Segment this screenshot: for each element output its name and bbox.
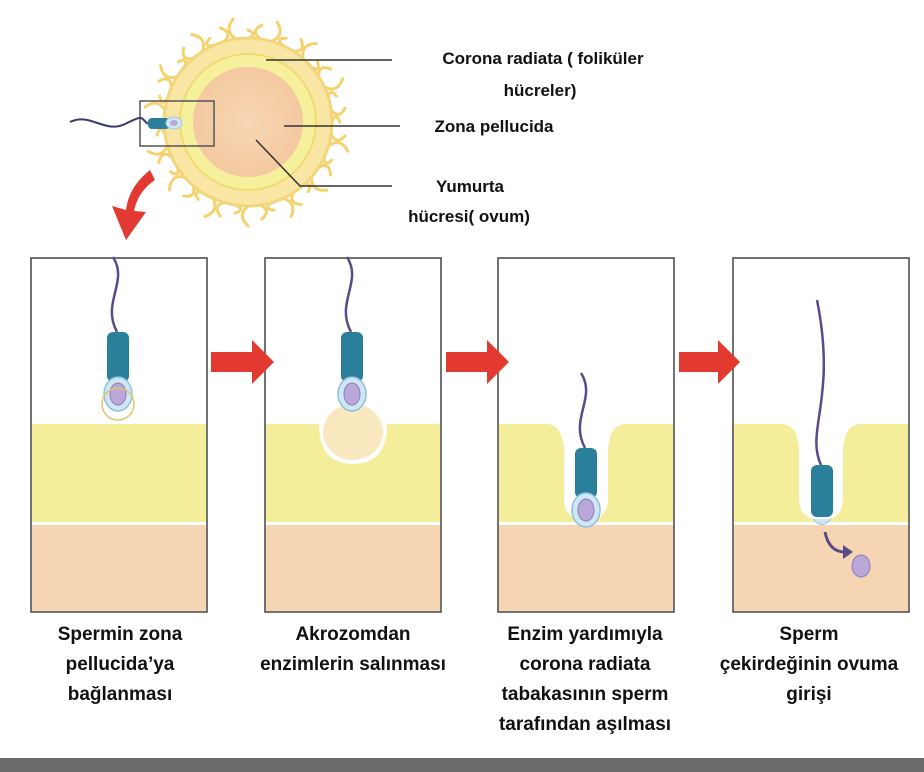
corona-ray xyxy=(311,177,326,190)
sperm-head xyxy=(811,465,833,517)
corona-ray xyxy=(183,48,193,59)
sperm-head xyxy=(341,332,363,382)
caption-line: çekirdeğinin ovuma xyxy=(694,650,924,680)
corona-ray xyxy=(184,185,194,196)
step-1-caption: Spermin zona pellucida’ya bağlanması xyxy=(5,620,235,710)
corona-ray xyxy=(161,66,178,78)
corona-ray xyxy=(331,134,345,140)
nucleus xyxy=(578,499,594,521)
caption-line: bağlanması xyxy=(5,680,235,710)
curved-arrow-icon xyxy=(112,170,155,240)
corona-ray xyxy=(324,79,342,89)
caption-line: enzimlerin salınması xyxy=(238,650,468,680)
caption-line: Akrozomdan xyxy=(238,620,468,650)
ovum-body xyxy=(193,67,303,177)
corona-ray xyxy=(260,205,266,219)
step-panel-4 xyxy=(733,258,909,612)
corona-ray xyxy=(303,43,316,58)
caption-line: Enzim yardımıyla xyxy=(470,620,700,650)
caption-line: Sperm xyxy=(694,620,924,650)
ovum-cytoplasm xyxy=(32,525,206,611)
overview-sperm-tail xyxy=(70,118,148,127)
sperm-head xyxy=(107,332,129,382)
enzyme-cloud xyxy=(323,404,383,460)
caption-line: tarafından aşılması xyxy=(470,710,700,740)
caption-line: corona radiata xyxy=(470,650,700,680)
corona-ray xyxy=(255,25,261,39)
bottom-bar xyxy=(0,758,924,772)
nucleus xyxy=(110,383,126,405)
corona-ray xyxy=(331,108,345,114)
corona-ray xyxy=(205,198,215,216)
corona-ray xyxy=(159,79,172,87)
caption-line: tabakasının sperm xyxy=(470,680,700,710)
corona-ray xyxy=(329,143,348,152)
nucleus xyxy=(344,383,360,405)
corona-label-line1: Corona radiata ( foliküler xyxy=(398,48,688,70)
step-3-caption: Enzim yardımıyla corona radiata tabakası… xyxy=(470,620,700,740)
corona-ray xyxy=(272,22,280,41)
zona-layer xyxy=(32,424,206,522)
corona-ray xyxy=(145,103,165,110)
step-panel-2 xyxy=(265,257,441,612)
sperm-head xyxy=(575,448,597,498)
corona-ray xyxy=(319,68,331,77)
caption-line: girişi xyxy=(694,680,924,710)
corona-ray xyxy=(217,203,224,216)
step-4-caption: Sperm çekirdeğinin ovuma girişi xyxy=(694,620,924,710)
corona-ray xyxy=(229,19,236,39)
step-2-caption: Akrozomdan enzimlerin salınması xyxy=(238,620,468,680)
ovum-cytoplasm xyxy=(499,525,673,611)
arrow-right-icon xyxy=(679,340,740,384)
ovum-label-line2: hücresi( ovum) xyxy=(384,206,554,228)
step-panel-3 xyxy=(498,258,674,612)
corona-ray xyxy=(169,177,184,190)
egg-overview xyxy=(70,19,348,226)
corona-ray xyxy=(242,206,248,226)
caption-line: pellucida’ya xyxy=(5,650,235,680)
corona-ray xyxy=(192,35,204,52)
zona-label: Zona pellucida xyxy=(404,116,584,138)
corona-label-line2: hücreler) xyxy=(440,80,640,102)
nucleus xyxy=(852,555,870,577)
ovum-label-line1: Yumurta xyxy=(400,176,540,198)
overview-nucleus xyxy=(170,120,178,126)
corona-ray xyxy=(293,40,302,52)
ovum-cytoplasm xyxy=(734,525,908,611)
caption-line: Spermin zona xyxy=(5,620,235,650)
ovum-cytoplasm xyxy=(266,525,440,611)
step-panel-1 xyxy=(31,257,207,612)
